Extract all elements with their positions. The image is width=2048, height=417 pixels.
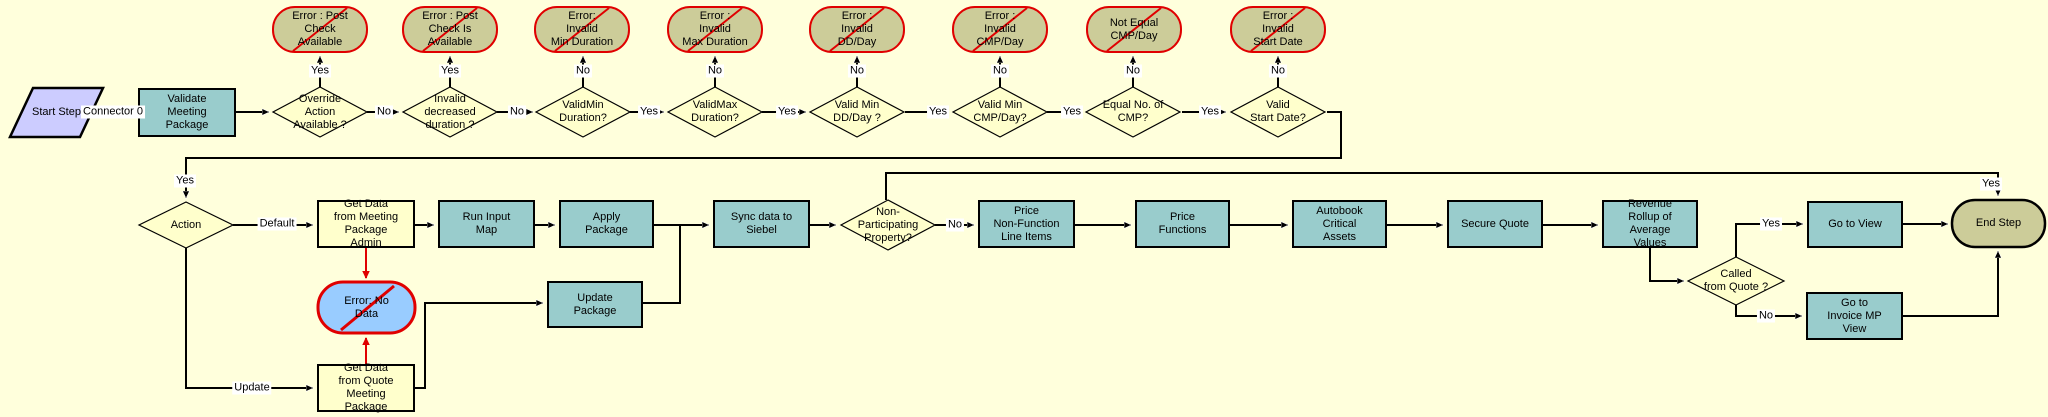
decision-validmax-duration-shape[interactable] [666, 86, 764, 138]
decision-called-from-quote[interactable]: Called from Quote ? [1703, 268, 1769, 293]
connector-label-connector0[interactable]: Connector 0 [81, 105, 145, 119]
step-validate-meeting-package[interactable]: Validate Meeting Package [138, 88, 236, 137]
error-slash [1106, 7, 1162, 52]
connector-label-no[interactable]: No [507, 105, 527, 119]
step-autobook-critical-assets[interactable]: Autobook Critical Assets [1292, 200, 1387, 248]
error-invalid-cmpday[interactable]: Error : Invalid CMP/Day [976, 10, 1024, 48]
connector-label-yes[interactable]: Yes [638, 105, 660, 119]
decision-validmin-duration[interactable]: ValidMin Duration? [559, 99, 607, 124]
decision-override-action-shape[interactable] [271, 86, 369, 138]
step-get-data-meeting-package-admin[interactable]: Get Data from Meeting Package Admin [317, 198, 415, 249]
step-apply-package[interactable]: Apply Package [559, 200, 654, 248]
decision-called-from-quote-shape[interactable] [1686, 256, 1786, 306]
decision-non-participating-shape[interactable] [839, 199, 937, 251]
connector-label-no[interactable]: No [945, 218, 965, 232]
error-slash [340, 284, 395, 332]
connector-label-no[interactable]: No [573, 64, 593, 78]
connector-label-no[interactable]: No [1756, 309, 1776, 323]
end-step[interactable]: End Step [1975, 217, 2022, 229]
decision-override-action[interactable]: Override Action Available ? [293, 92, 347, 131]
error-invalid-min-duration[interactable]: Error: Invalid Min Duration [550, 10, 614, 48]
connector-revenue-calledfromquote [1649, 248, 1684, 281]
connector-gotoinvoice-endstep [1903, 251, 1998, 317]
error-slash [687, 7, 743, 52]
error-no-data[interactable]: Error: No Data [344, 294, 389, 320]
connector-label-no[interactable]: No [705, 64, 725, 78]
decision-validmin-ddday[interactable]: Valid Min DD/Day ? [833, 99, 881, 124]
error-slash [829, 7, 885, 52]
step-run-input-map[interactable]: Run Input Map [438, 200, 535, 248]
decision-valid-startdate-shape[interactable] [1229, 86, 1327, 138]
step-secure-quote[interactable]: Secure Quote [1447, 200, 1543, 248]
connector-startdate-yes-action [186, 111, 1342, 198]
decision-non-participating[interactable]: Non-Participating Property? [857, 205, 919, 244]
error-not-equal-cmpday[interactable]: Not Equal CMP/Day [1109, 16, 1159, 42]
step-get-data-quote-meeting-package[interactable]: Get Data from Quote Meeting Package [317, 362, 415, 413]
decision-equal-no-cmp-shape[interactable] [1084, 86, 1182, 138]
connector-label-update[interactable]: Update [232, 381, 272, 395]
start-step[interactable]: Start Step [32, 106, 81, 118]
start-step-shape[interactable] [8, 86, 105, 139]
connector-called-no-gotoinvoice [1735, 305, 1802, 316]
connector-getdataquote-updatepackage [415, 303, 543, 389]
connector-action-update [185, 248, 313, 388]
decision-equal-no-cmp[interactable]: Equal No. of CMP? [1102, 99, 1164, 124]
error-slash [292, 7, 348, 52]
error-slash [972, 7, 1028, 52]
connector-label-no[interactable]: No [990, 64, 1010, 78]
connector-label-yes[interactable]: Yes [776, 105, 798, 119]
connector-updatepackage-join [643, 226, 681, 304]
connector-label-yes[interactable]: Yes [927, 105, 949, 119]
decision-invalid-decreased-shape[interactable] [401, 86, 499, 138]
error-slash [422, 7, 478, 52]
decision-action-shape[interactable] [137, 201, 235, 249]
connector-label-no[interactable]: No [1268, 64, 1288, 78]
error-no-data-group [316, 280, 417, 335]
step-price-functions[interactable]: Price Functions [1135, 200, 1230, 248]
connector-label-no[interactable]: No [1123, 64, 1143, 78]
connector-label-yes[interactable]: Yes [1199, 105, 1221, 119]
decision-validmin-cmpday[interactable]: Valid Min CMP/Day? [973, 99, 1027, 124]
connector-nonpart-yes-endstep [885, 172, 1998, 200]
decision-validmin-duration-shape[interactable] [534, 86, 632, 138]
step-go-to-view[interactable]: Go to View [1807, 201, 1903, 248]
step-sync-data-to-siebel[interactable]: Sync data to Siebel [713, 200, 810, 248]
decision-shapes [137, 86, 1786, 306]
error-invalid-ddday[interactable]: Error : Invalid DD/Day [837, 10, 877, 48]
error-post-check-available[interactable]: Error : Post Check Available [292, 10, 348, 48]
step-price-non-function-line-items[interactable]: Price Non-Function Line Items [978, 200, 1075, 248]
connector-label-yes[interactable]: Yes [439, 64, 461, 78]
connector-label-yes[interactable]: Yes [1061, 105, 1083, 119]
decision-validmin-cmpday-shape[interactable] [951, 86, 1049, 138]
step-revenue-rollup-average-values[interactable]: Revenue Rollup of Average Values [1602, 198, 1698, 249]
decision-action[interactable]: Action [170, 218, 202, 231]
connector-label-default[interactable]: Default [257, 217, 297, 231]
error-invalid-startdate[interactable]: Error : Invalid Start Date [1253, 10, 1303, 48]
connector-label-yes[interactable]: Yes [174, 174, 196, 188]
connector-label-yes[interactable]: Yes [1760, 217, 1782, 231]
step-go-to-invoice-mp-view[interactable]: Go to Invoice MP View [1806, 292, 1903, 340]
error-slash [1250, 7, 1306, 52]
decision-validmax-duration[interactable]: ValidMax Duration? [691, 99, 739, 124]
decision-invalid-decreased[interactable]: Invalid decreased duration ? [424, 92, 476, 131]
error-invalid-max-duration[interactable]: Error : Invalid Max Duration [682, 10, 748, 48]
decision-validmin-ddday-shape[interactable] [808, 86, 906, 138]
connector-label-yes[interactable]: Yes [1980, 177, 2002, 191]
error-shapes [272, 6, 1326, 53]
connector-label-yes[interactable]: Yes [309, 64, 331, 78]
error-post-check-is-available[interactable]: Error : Post Check Is Available [422, 10, 478, 48]
connector-label-no[interactable]: No [847, 64, 867, 78]
end-step-shape[interactable] [1950, 198, 2047, 249]
step-update-package[interactable]: Update Package [547, 281, 643, 328]
decision-valid-startdate[interactable]: Valid Start Date? [1250, 99, 1306, 124]
error-slash [554, 7, 610, 52]
connector-label-no[interactable]: No [374, 105, 394, 119]
